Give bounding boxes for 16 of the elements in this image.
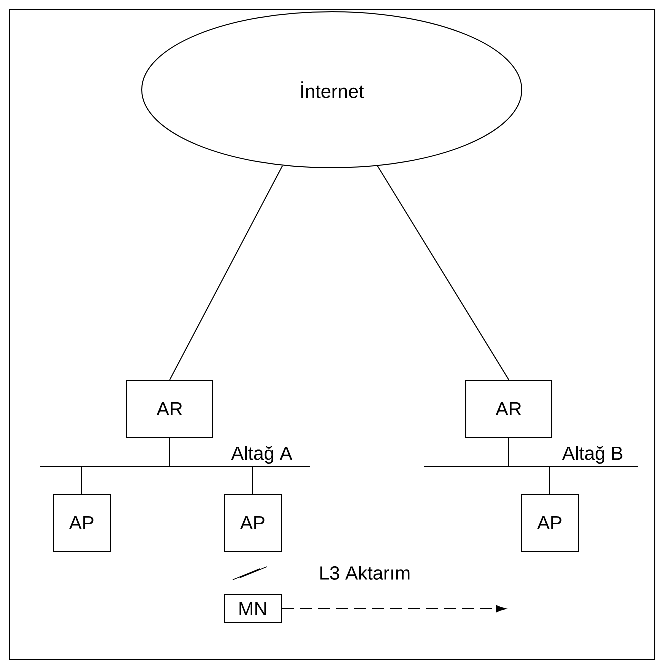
- device-box: AR: [466, 380, 552, 438]
- handover-label: L3 Aktarım: [320, 566, 410, 580]
- connector-line: [252, 466, 254, 494]
- device-box: AP: [224, 494, 282, 552]
- device-box: MN: [224, 594, 282, 624]
- connector-line: [170, 165, 284, 380]
- arrow: [282, 605, 506, 613]
- connector-line: [377, 166, 510, 380]
- connector-line: [508, 438, 510, 468]
- subnet-label: Altağ A: [231, 446, 293, 464]
- device-box: AR: [126, 380, 214, 438]
- bus-line: [424, 466, 638, 468]
- device-box: AP: [521, 494, 579, 552]
- device-box: AP: [53, 494, 111, 552]
- subnet-label: Altağ B: [562, 446, 623, 464]
- bus-line: [40, 466, 310, 468]
